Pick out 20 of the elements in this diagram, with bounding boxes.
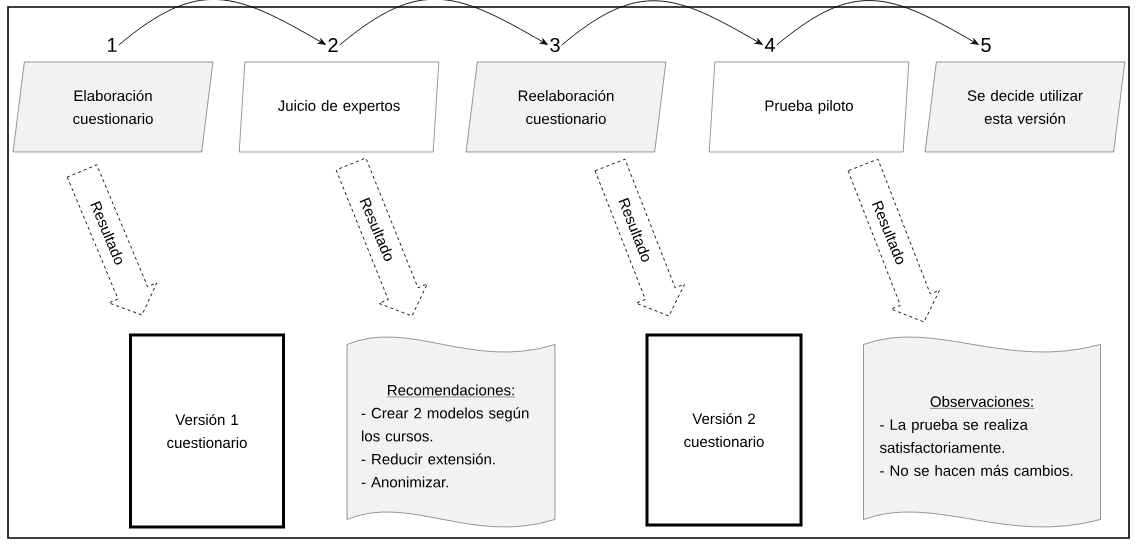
block-arrow: [847, 158, 940, 323]
step-parallelogram: Se decide utilizar esta versión: [924, 61, 1126, 153]
curved-arrow: [118, 0, 326, 46]
curved-arrow: [561, 0, 763, 46]
step-number: 1: [107, 38, 117, 52]
block-arrow: [335, 157, 428, 317]
block-arrow: [594, 158, 685, 317]
step-parallelogram: Reelaboración cuestionario: [465, 61, 667, 153]
step-number: 5: [981, 38, 991, 52]
block-arrow: [66, 164, 158, 316]
step-parallelogram: Prueba piloto: [709, 61, 909, 153]
step-parallelogram: Elaboración cuestionario: [12, 61, 214, 153]
version-box: Versión 1 cuestionario: [129, 333, 285, 529]
version-box: Versión 2 cuestionario: [645, 333, 803, 527]
step-parallelogram: Juicio de expertos: [239, 61, 439, 153]
step-number: 3: [550, 37, 560, 53]
curved-arrow: [339, 0, 548, 46]
step-number: 4: [764, 38, 775, 52]
step-number: 2: [328, 38, 338, 52]
curved-arrow: [776, 0, 979, 46]
